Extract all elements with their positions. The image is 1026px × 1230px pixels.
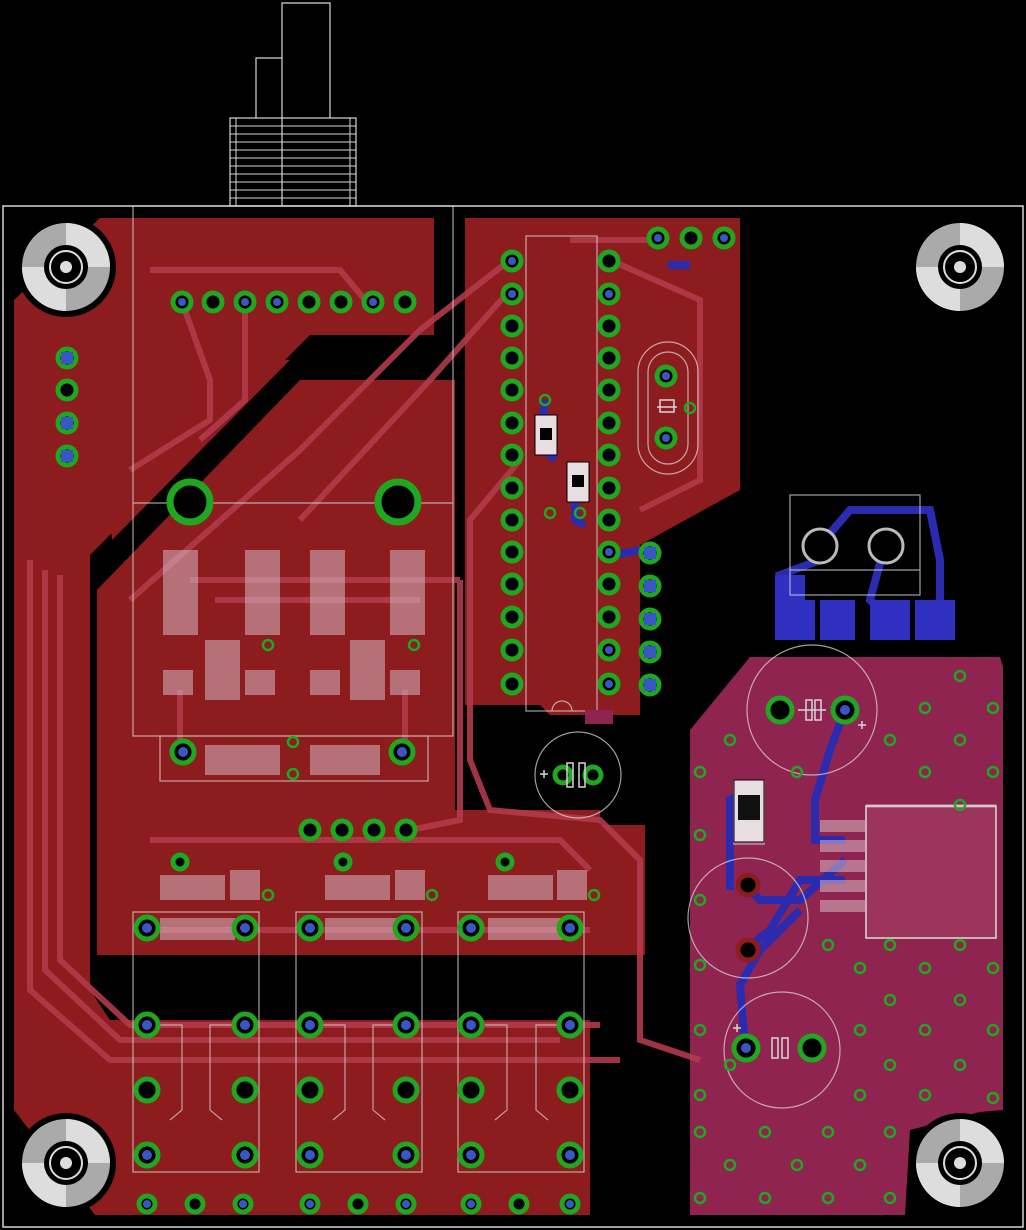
capacitor-4-outline bbox=[534, 731, 622, 819]
bottom-copper-pour bbox=[690, 657, 1003, 1215]
mounting-hole-top-right bbox=[916, 223, 1004, 311]
capacitor-3-outline bbox=[723, 991, 841, 1109]
crystal-outline bbox=[637, 341, 699, 475]
relay-2-outline bbox=[295, 911, 423, 1173]
usb-connector bbox=[229, 2, 357, 207]
via-centers bbox=[61, 234, 850, 1208]
stitching-vias bbox=[261, 393, 1000, 1205]
relay-3-outline bbox=[457, 911, 585, 1173]
capacitor-marks bbox=[540, 399, 866, 1059]
mounting-hole-bottom-left bbox=[16, 1113, 116, 1213]
mounting-holes bbox=[16, 217, 1010, 1213]
voltage-regulator bbox=[865, 805, 997, 939]
terminal-outline bbox=[789, 494, 921, 596]
board-outline bbox=[2, 205, 1024, 1228]
bottom-smd-pads bbox=[775, 575, 955, 640]
smd-pads bbox=[160, 550, 865, 940]
smd-components-dark bbox=[534, 414, 765, 843]
capacitor-2-outline bbox=[687, 857, 809, 979]
usb-connector-grip bbox=[230, 118, 356, 206]
capacitor-1-outline bbox=[746, 644, 878, 776]
microcontroller-outline bbox=[525, 235, 598, 712]
mounting-hole-bottom-right bbox=[910, 1113, 1010, 1213]
relay-contacts-silk bbox=[160, 1024, 560, 1121]
mounting-hole-top-left bbox=[16, 217, 116, 317]
relay-1-outline bbox=[132, 911, 260, 1173]
